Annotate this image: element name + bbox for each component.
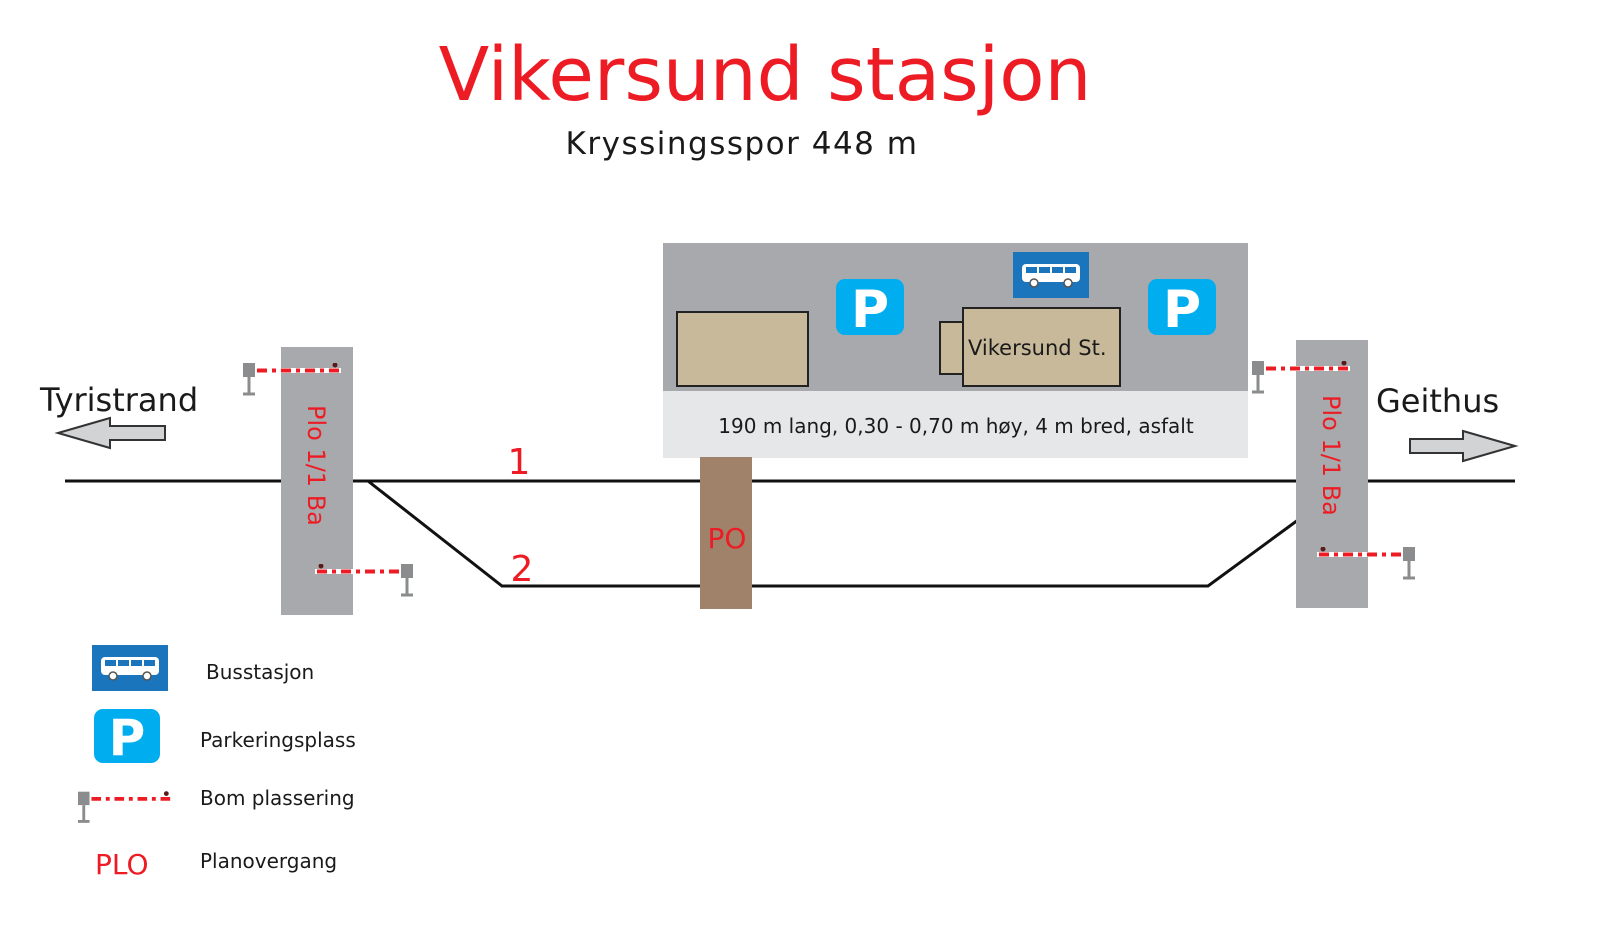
- svg-text:P: P: [109, 709, 146, 767]
- parking-icon: P: [836, 279, 904, 340]
- parking-icon: P: [94, 709, 160, 767]
- direction-left-label: Tyristrand: [39, 381, 198, 419]
- bus-icon: [92, 645, 168, 691]
- station-building: [962, 307, 1121, 387]
- level-crossing-left-label: Plo 1/1 Ba: [302, 405, 330, 526]
- legend-label: Bom plassering: [200, 786, 355, 810]
- pedestrian-crossing: [700, 457, 752, 609]
- legend-label: Planovergang: [200, 849, 337, 873]
- diagram-subtitle: Kryssingsspor 448 m: [566, 126, 919, 162]
- level-crossing-right: [1296, 340, 1368, 608]
- parking-icon: P: [1148, 279, 1216, 340]
- legend-label: Parkeringsplass: [200, 728, 356, 752]
- track-2-label: 2: [511, 549, 534, 590]
- arrow-right-icon: [1409, 429, 1519, 463]
- legend: Busstasjon P Parkeringsplass Bom plasser…: [78, 645, 356, 881]
- diagram-title: Vikersund stasjon: [439, 32, 1092, 118]
- direction-right-label: Geithus: [1376, 382, 1499, 420]
- arrow-left-icon: [54, 416, 166, 450]
- station-building-label: Vikersund St.: [968, 336, 1107, 360]
- track-2: [367, 479, 1299, 588]
- pedestrian-crossing-label: PO: [708, 522, 747, 555]
- svg-text:P: P: [1163, 280, 1201, 340]
- station-annex: [939, 321, 966, 375]
- barrier-icon: [78, 791, 172, 821]
- plo-symbol: PLO: [95, 848, 149, 881]
- storage-building: [676, 311, 809, 387]
- platform-description: 190 m lang, 0,30 - 0,70 m høy, 4 m bred,…: [718, 414, 1194, 438]
- platform: [663, 391, 1248, 458]
- svg-text:P: P: [851, 280, 889, 340]
- level-crossing-right-label: Plo 1/1 Ba: [1317, 395, 1345, 516]
- bus-icon: [1013, 252, 1089, 298]
- legend-label: Busstasjon: [206, 660, 314, 684]
- track-1-label: 1: [508, 442, 531, 483]
